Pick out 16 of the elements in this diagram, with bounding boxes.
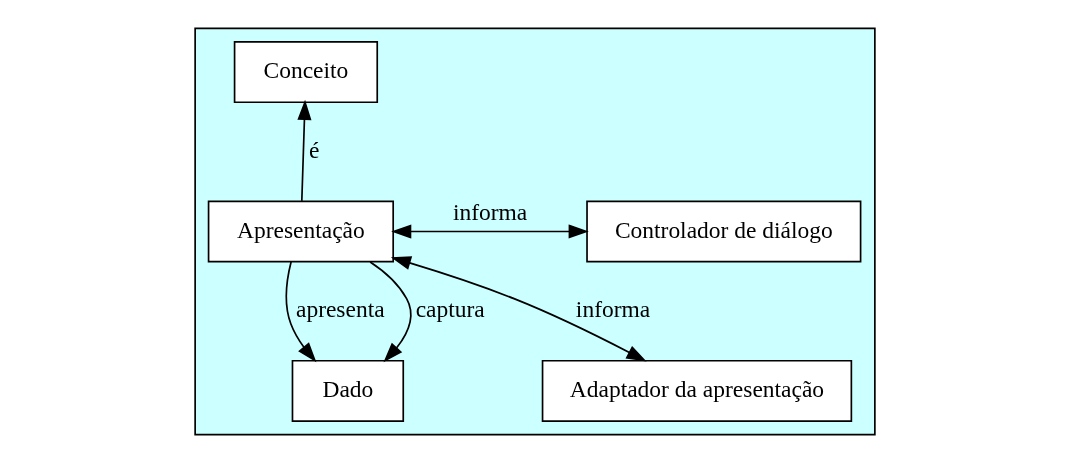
node-box: Controlador de diálogo xyxy=(586,200,862,263)
arrow xyxy=(390,256,647,362)
edge-label: captura xyxy=(415,296,485,323)
edge-label: informa xyxy=(452,199,528,226)
node-box: Apresentação xyxy=(207,200,394,263)
arrow xyxy=(297,99,312,202)
edge-label: informa xyxy=(575,296,651,323)
arrow xyxy=(391,224,589,239)
node-box: Dado xyxy=(291,359,405,422)
arrow xyxy=(369,261,412,363)
node-box: Adaptador da apresentação xyxy=(541,359,853,422)
edge-label: apresenta xyxy=(295,296,385,323)
edge-label: é xyxy=(309,136,320,163)
node-box: Conceito xyxy=(233,41,379,104)
arrow xyxy=(285,260,317,363)
cluster xyxy=(194,27,876,436)
